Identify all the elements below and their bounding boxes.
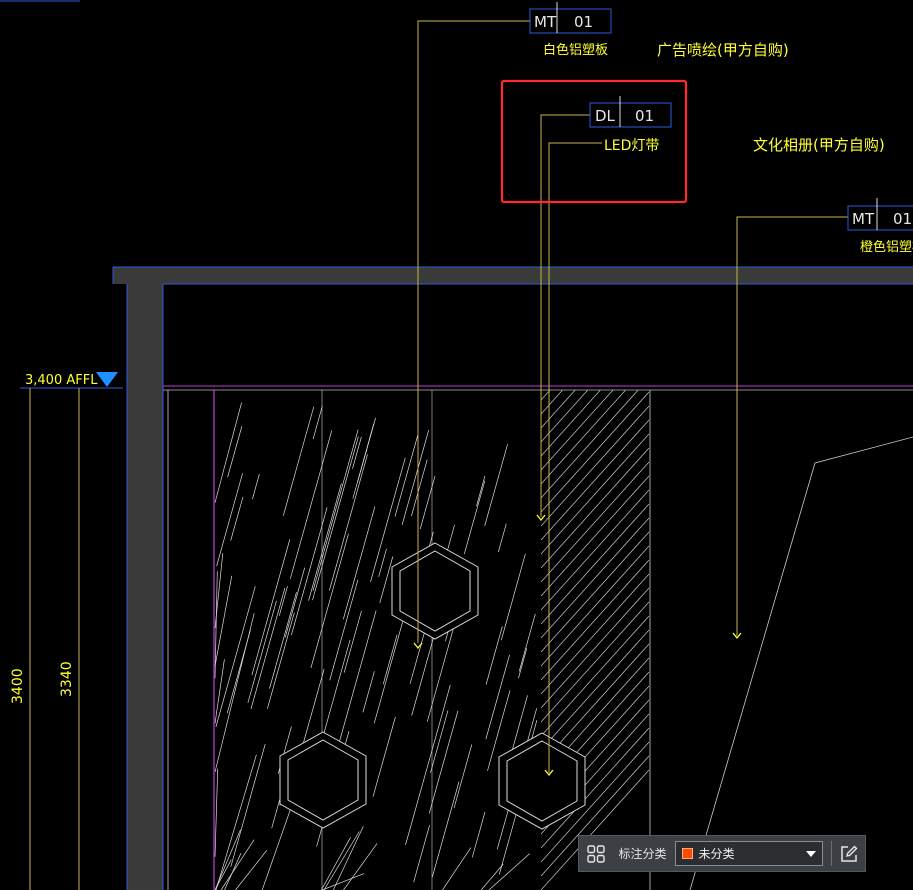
selection-highlight-box[interactable]: [500, 79, 688, 204]
leader-arrowheads: [413, 514, 742, 777]
tag-number: 01: [574, 13, 593, 31]
left-wall-column: [127, 284, 163, 890]
leader-lines: [417, 20, 848, 773]
wood-grain-hatch: [214, 402, 538, 890]
level-triangle-icon: [96, 372, 118, 387]
tag-code: MT: [534, 13, 557, 31]
category-color-swatch: [681, 848, 693, 859]
note-ad-painting: 广告喷绘(甲方自购): [657, 41, 789, 59]
note-culture-album: 文化相册(甲方自购): [753, 136, 885, 154]
grid-icon[interactable]: [579, 836, 613, 871]
annotation-category-toolbar: 标注分类 未分类: [578, 835, 866, 872]
category-selected-value: 未分类: [698, 847, 735, 861]
tag-dl[interactable]: DL 01 LED灯带: [589, 96, 672, 154]
category-select[interactable]: 未分类: [674, 841, 823, 866]
tag-number: 01: [893, 210, 912, 228]
tag-mt-top[interactable]: MT 01 白色铝塑板: [529, 2, 612, 58]
tag-description: 白色铝塑板: [543, 42, 608, 58]
tag-description: LED灯带: [604, 138, 659, 154]
edit-icon[interactable]: [833, 836, 865, 871]
level-label: 3,400 AFFL: [25, 373, 98, 388]
category-label: 标注分类: [618, 847, 667, 861]
tag-code: MT: [852, 210, 875, 228]
hexagon-lamp-1: [391, 542, 479, 640]
ceiling-beam: [113, 267, 913, 284]
dimension-outer: 3400: [10, 668, 26, 704]
tag-mt-right[interactable]: MT 01 橙色铝塑板: [847, 198, 913, 255]
tag-number: 01: [635, 107, 654, 125]
level-marker: 3,400 AFFL: [20, 372, 123, 389]
dimension-lines: [29, 388, 80, 890]
tag-code: DL: [595, 107, 616, 125]
chevron-down-icon: [805, 850, 816, 857]
hexagon-lamp-3: [498, 732, 586, 830]
hexagon-lamp-2: [279, 731, 367, 829]
display-panel-outline: [689, 436, 913, 890]
toolbar-divider: [830, 841, 832, 866]
dimension-inner: 3340: [59, 661, 75, 697]
tag-description: 橙色铝塑板: [860, 239, 913, 255]
